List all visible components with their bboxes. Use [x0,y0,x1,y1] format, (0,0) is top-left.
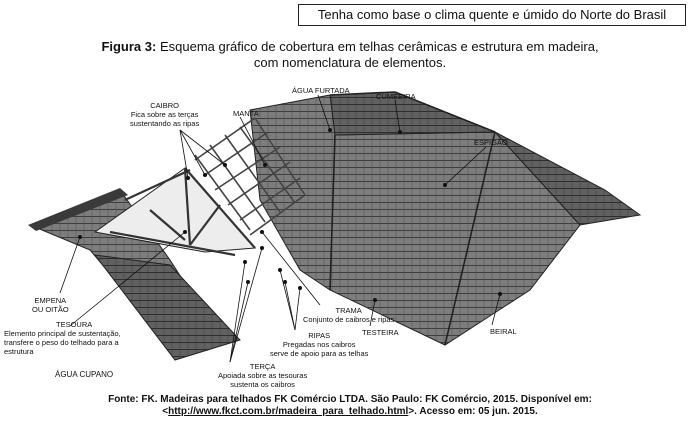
label-tesoura-desc3: estrutura [4,347,34,356]
label-caibro: CAIBRO Fica sobre as terças sustentando … [130,101,199,128]
source-line1: Fonte: FK. Madeiras para telhados FK Com… [108,394,592,405]
rafters-battens [194,117,306,236]
source-access-date: >. Acesso em: 05 jun. 2015. [408,406,538,417]
label-testeira: TESTEIRA [362,328,399,337]
roof-plane-far-right [494,131,642,226]
label-trama-desc: Conjunto de caibros e ripas [303,315,395,324]
label-tesoura-desc1: Elemento principal de sustentação, [4,329,121,338]
label-agua-cupano: ÁGUA CUPANO [55,370,114,379]
label-empena-line1: EMPENA [34,296,67,305]
label-caibro-desc1: Fica sobre as terças [130,110,199,119]
source-bracket-open: < [162,406,169,417]
leader-lines [59,94,501,363]
label-ripas-desc1: Pregadas nos caibros [282,340,356,349]
label-tesoura: TESOURA Elemento principal de sustentaçã… [4,320,121,356]
left-eave [28,188,128,231]
label-terca-desc2: sustenta os caibros [230,380,295,389]
label-trama: TRAMA Conjunto de caibros e ripas [303,306,394,324]
figure-caption: Figura 3: Esquema gráfico de cobertura e… [60,39,640,71]
label-beiral: BEIRAL [490,327,517,336]
leader-dots [78,128,502,302]
climate-note-box: Tenha como base o clima quente e úmido d… [298,4,686,26]
roof-plane-middle [249,94,336,291]
label-terca: TERÇA Apoiada sobre as tesouras sustenta… [218,362,307,389]
figure-label: Figura 3: [101,39,157,54]
label-caibro-desc2: sustentando as ripas [130,119,200,128]
source-citation: Fonte: FK. Madeiras para telhados FK Com… [40,394,660,418]
label-trama-title: TRAMA [335,306,362,315]
label-ripas-title: RIPAS [308,331,331,340]
figure-caption-line2: com nomenclatura de elementos. [253,55,447,70]
label-espigao: ESPIGÃO [474,138,508,147]
label-ripas-desc2: serve de apoio para as telhas [270,349,369,358]
label-empena: EMPENA OU OITÃO [32,296,69,314]
label-terca-desc1: Apoiada sobre as tesouras [218,371,308,380]
ridge-lines [329,91,496,346]
figure-caption-line1: Esquema gráfico de cobertura em telhas c… [159,39,599,54]
label-tesoura-desc2: transfere o peso do telhado para a [4,338,119,347]
roof-plane-agua-cupano [93,254,241,361]
source-link[interactable]: http://www.fkct.com.br/madeira_para_telh… [168,406,409,417]
label-tesoura-title: TESOURA [56,320,93,329]
label-terca-title: TERÇA [249,362,276,371]
label-agua-furtada: ÁGUA FURTADA [292,86,350,95]
label-caibro-title: CAIBRO [150,101,179,110]
label-cumeeira: CUMEEIRA [376,92,416,101]
label-manta: MANTA [233,109,259,118]
label-ripas: RIPAS Pregadas nos caibros serve de apoi… [270,331,368,358]
climate-note-text: Tenha como base o clima quente e úmido d… [317,7,667,22]
truss-members [109,167,256,257]
label-empena-line2: OU OITÃO [32,305,69,314]
